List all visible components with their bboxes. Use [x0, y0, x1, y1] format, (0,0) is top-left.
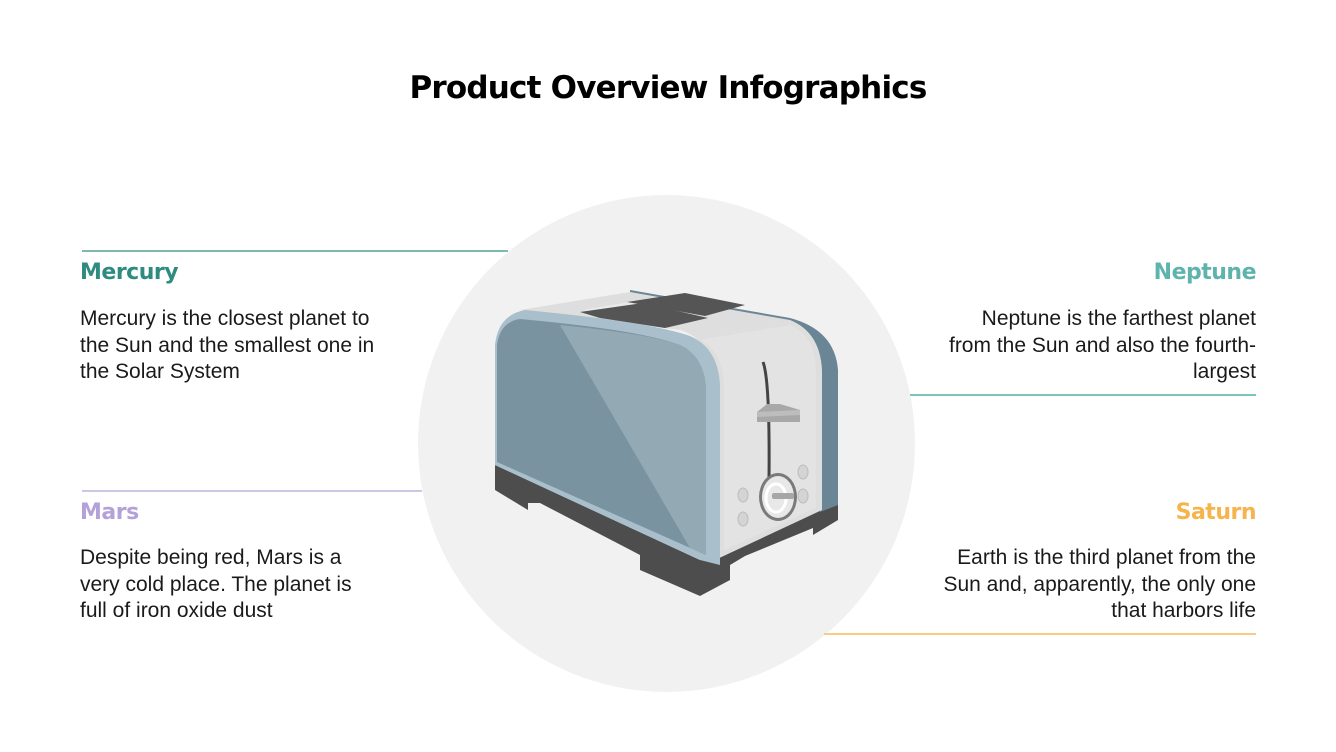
mars-description: Despite being red, Mars is a very cold p…: [80, 546, 352, 622]
mercury-connector-line: [82, 250, 508, 252]
neptune-connector-line: [910, 394, 1256, 396]
neptune-heading: Neptune: [1153, 260, 1257, 285]
mercury-description: Mercury is the closest planet to the Sun…: [80, 307, 375, 383]
mars-heading: Mars: [80, 500, 139, 525]
mercury-heading: Mercury: [80, 260, 179, 285]
saturn-description: Earth is the third planet from the Sun a…: [943, 546, 1256, 622]
neptune-description: Neptune is the farthest planet from the …: [948, 307, 1256, 383]
mars-connector-line: [82, 490, 422, 492]
page-title: Product Overview Infographics: [409, 70, 927, 106]
saturn-connector-line: [824, 633, 1256, 635]
saturn-heading: Saturn: [1175, 500, 1257, 525]
